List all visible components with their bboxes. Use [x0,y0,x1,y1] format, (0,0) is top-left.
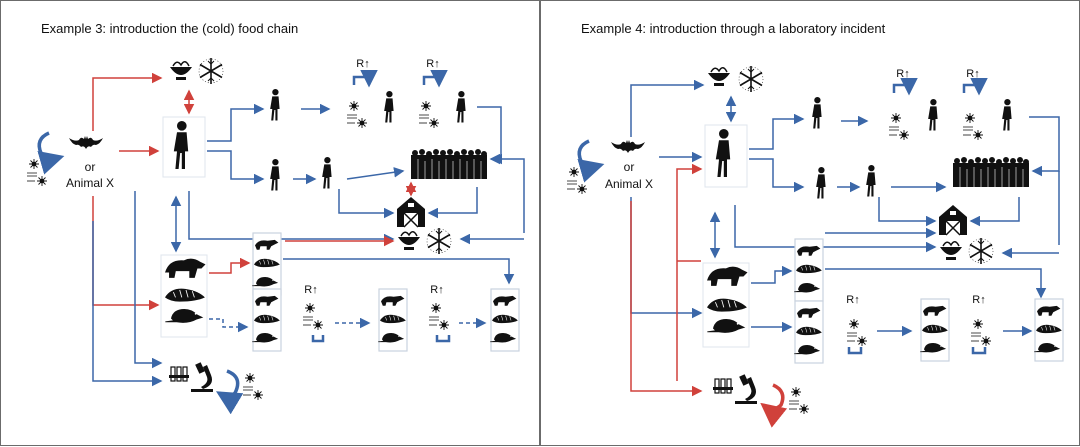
animal-group [160,254,208,338]
person-icon [816,167,826,199]
food-cold-top [169,57,224,85]
snowflake-icon [738,65,764,93]
animal-column [920,299,949,361]
person-icon [456,91,466,123]
curved-arrow-icon [577,139,605,183]
microscope-icon [735,374,757,404]
animal-column [794,239,823,301]
bat-icon [69,136,103,149]
animal-column [252,233,281,295]
origin-bat-animal-x: or Animal X [27,131,114,190]
food-bowl-icon [397,230,421,251]
curved-arrow-icon [760,383,788,428]
virus-icon [971,319,991,346]
resistance-label: R↑ [426,58,439,70]
virus-icon [567,167,587,194]
diagram-example-4: or Animal X [541,65,1080,428]
animal-column [1034,299,1063,361]
test-tubes-icon [168,366,190,382]
central-person [704,124,748,188]
crowd-icon [952,156,1030,188]
virus-icon [889,113,909,140]
crowd-icon [410,148,488,180]
panel-example-3: Example 3: introduction the (cold) food … [0,0,540,446]
virus-icon [243,373,263,400]
animal-x-label: Animal X [605,177,653,191]
person-icon [928,99,938,131]
person-icon [384,91,394,123]
resistance-label: R↑ [896,68,909,80]
food-bowl-icon [707,66,731,87]
resistance-label: R↑ [972,294,985,306]
virus-icon [429,303,449,330]
snowflake-icon [968,237,994,265]
panel-example-4: Example 4: introduction through a labora… [540,0,1080,446]
person-icon [1002,99,1012,131]
or-label: or [85,160,96,174]
bat-icon [611,140,645,153]
virus-icon [789,387,809,414]
person-icon [270,159,280,191]
diagram-example-3: or Animal X [1,57,525,415]
virus-icon [303,303,323,330]
resistance-label: R↑ [304,284,317,296]
person-icon [866,165,876,197]
animal-column [794,301,823,363]
virus-icon [27,159,47,186]
curved-arrow-icon [37,131,65,175]
snowflake-icon [426,227,452,255]
animal-column [378,289,407,351]
laboratory [168,362,263,415]
or-label: or [624,160,635,174]
food-bowl-icon [939,240,963,261]
central-person [162,116,206,178]
virus-icon [347,101,367,128]
person-icon [270,89,280,121]
curved-arrow-icon [215,369,244,415]
resistance-label: R↑ [356,58,369,70]
person-icon [322,157,332,189]
farm-barn-icon [938,204,968,236]
person-icon [812,97,822,129]
test-tubes-icon [712,378,734,394]
resistance-label: R↑ [846,294,859,306]
virus-icon [847,319,867,346]
resistance-label: R↑ [966,68,979,80]
farm-barn-icon [396,196,426,228]
origin-bat-animal-x: or Animal X [567,139,653,194]
laboratory [712,374,809,428]
microscope-icon [191,362,213,392]
panel-title: Example 4: introduction through a labora… [581,21,886,36]
snowflake-icon [198,57,224,85]
panel-title: Example 3: introduction the (cold) food … [41,21,299,36]
virus-icon [419,101,439,128]
food-bowl-icon [169,60,193,81]
animal-x-label: Animal X [66,176,114,190]
animal-column [490,289,519,351]
animal-column [252,289,281,351]
virus-icon [963,113,983,140]
resistance-label: R↑ [430,284,443,296]
animal-group [702,262,750,348]
